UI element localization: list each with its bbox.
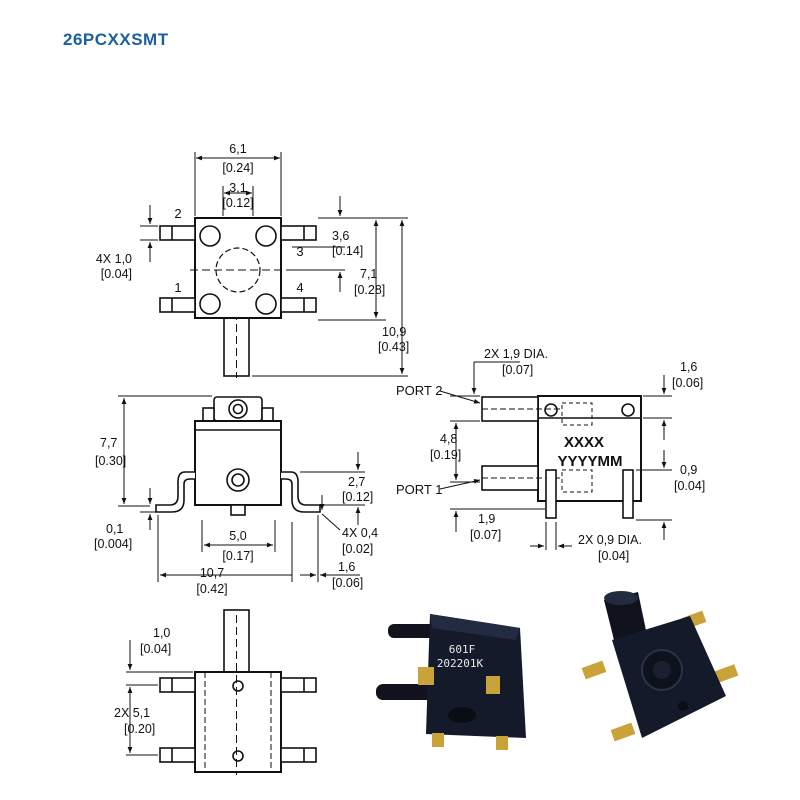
dim-lead-in: [0.04] bbox=[101, 267, 132, 281]
dim-foot-mm: 1,6 bbox=[338, 560, 355, 574]
port-2-label: PORT 2 bbox=[396, 383, 442, 398]
page-title: 26PCXXSMT bbox=[63, 30, 169, 49]
side-view-labels: XXXX YYYYMM PORT 2 PORT 1 2X 1,9 DIA. [0… bbox=[396, 347, 705, 563]
dim-leadw-mm: 4X 0,4 bbox=[342, 526, 378, 540]
dim-pitch-mm: 3,6 bbox=[332, 229, 349, 243]
dim-top-in: [0.06] bbox=[672, 376, 703, 390]
product-photo-front: 601F 202201K bbox=[376, 614, 526, 750]
dim-pin-in: [0.04] bbox=[674, 479, 705, 493]
dim-width-in: [0.24] bbox=[222, 161, 253, 175]
dim-leadh-in: [0.12] bbox=[342, 490, 373, 504]
dim-pindia-in: [0.04] bbox=[598, 549, 629, 563]
top-view-labels: 6,1 [0.24] 3,1 [0.12] 2 3 1 4 4X 1,0 [0.… bbox=[96, 142, 409, 354]
top-view bbox=[140, 152, 408, 378]
dim-standoff-in: [0.004] bbox=[94, 537, 132, 551]
dim-width-mm: 6,1 bbox=[229, 142, 246, 156]
pin-label-3: 3 bbox=[296, 244, 303, 259]
dim-pin-mm: 0,9 bbox=[680, 463, 697, 477]
marking-line-2: YYYYMM bbox=[557, 453, 622, 470]
dim-pitch-in: [0.14] bbox=[332, 244, 363, 258]
dim-spacing-in: [0.19] bbox=[430, 448, 461, 462]
dim-total-mm: 10,9 bbox=[382, 325, 406, 339]
dim-bpitch-mm: 2X 5,1 bbox=[114, 706, 150, 720]
dim-leadh-mm: 2,7 bbox=[348, 475, 365, 489]
dim-standoff-mm: 0,1 bbox=[106, 522, 123, 536]
port-1-label: PORT 1 bbox=[396, 482, 442, 497]
dim-span-mm: 10,7 bbox=[200, 566, 224, 580]
front-view bbox=[118, 395, 365, 582]
dim-offset-in: [0.07] bbox=[470, 528, 501, 542]
dim-dia-in: [0.07] bbox=[502, 363, 533, 377]
dim-leadw-in: [0.02] bbox=[342, 542, 373, 556]
dim-edge-mm: 1,0 bbox=[153, 626, 170, 640]
dim-inner-in: [0.12] bbox=[222, 196, 253, 210]
dim-body-mm: 7,1 bbox=[360, 267, 377, 281]
dim-height-in: [0.30] bbox=[95, 454, 126, 468]
dim-lead-mm: 4X 1,0 bbox=[96, 252, 132, 266]
dim-port-in: [0.17] bbox=[222, 549, 253, 563]
dim-top-mm: 1,6 bbox=[680, 360, 697, 374]
dim-total-in: [0.43] bbox=[378, 340, 409, 354]
photo-marking-1: 601F bbox=[449, 643, 476, 656]
dim-height-mm: 7,7 bbox=[100, 436, 117, 450]
dim-spacing-mm: 4,8 bbox=[440, 432, 457, 446]
dim-bpitch-in: [0.20] bbox=[124, 722, 155, 736]
dim-span-in: [0.42] bbox=[196, 582, 227, 596]
bottom-view-labels: 1,0 [0.04] 2X 5,1 [0.20] bbox=[114, 626, 171, 736]
bottom-view bbox=[126, 609, 317, 775]
front-view-labels: 7,7 [0.30] 0,1 [0.004] 5,0 [0.17] 10,7 [… bbox=[94, 436, 378, 596]
marking-line-1: XXXX bbox=[564, 434, 604, 451]
dim-inner-mm: 3,1 bbox=[229, 181, 246, 195]
pin-label-1: 1 bbox=[174, 280, 181, 295]
pin-label-4: 4 bbox=[296, 280, 303, 295]
side-view bbox=[439, 361, 672, 550]
dim-edge-in: [0.04] bbox=[140, 642, 171, 656]
dim-dia-mm: 2X 1,9 DIA. bbox=[484, 347, 548, 361]
pin-label-2: 2 bbox=[174, 206, 181, 221]
dim-foot-in: [0.06] bbox=[332, 576, 363, 590]
dim-offset-mm: 1,9 bbox=[478, 512, 495, 526]
dim-port-mm: 5,0 bbox=[229, 529, 246, 543]
dim-pindia-mm: 2X 0,9 DIA. bbox=[578, 533, 642, 547]
product-photo-top bbox=[581, 591, 739, 742]
dim-body-in: [0.28] bbox=[354, 283, 385, 297]
photo-marking-2: 202201K bbox=[437, 657, 484, 670]
